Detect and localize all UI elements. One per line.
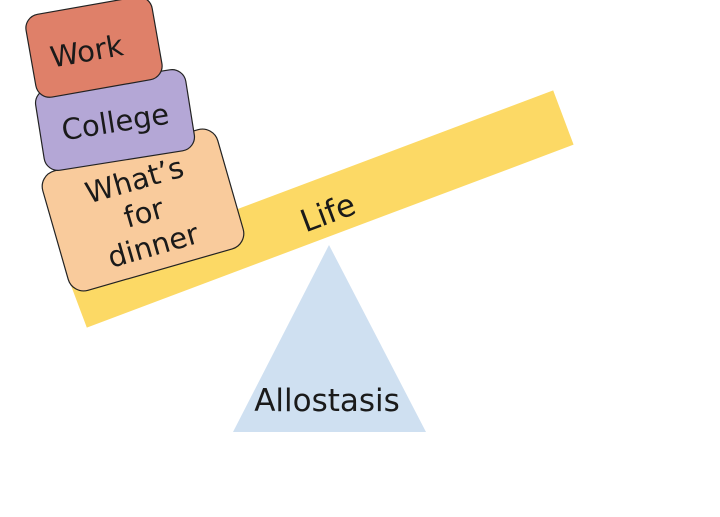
beam: Life bbox=[66, 90, 574, 328]
work-block: Work bbox=[25, 0, 163, 98]
fulcrum-label: Allostasis bbox=[254, 383, 400, 419]
college-block: College bbox=[34, 69, 196, 171]
fulcrum-triangle bbox=[233, 245, 426, 432]
work-block-box bbox=[25, 0, 163, 98]
block-stack: What’s for dinner College Work bbox=[25, 0, 245, 292]
dinner-block: What’s for dinner bbox=[41, 128, 245, 292]
fulcrum: Allostasis bbox=[233, 245, 426, 432]
beam-bar bbox=[66, 90, 574, 328]
